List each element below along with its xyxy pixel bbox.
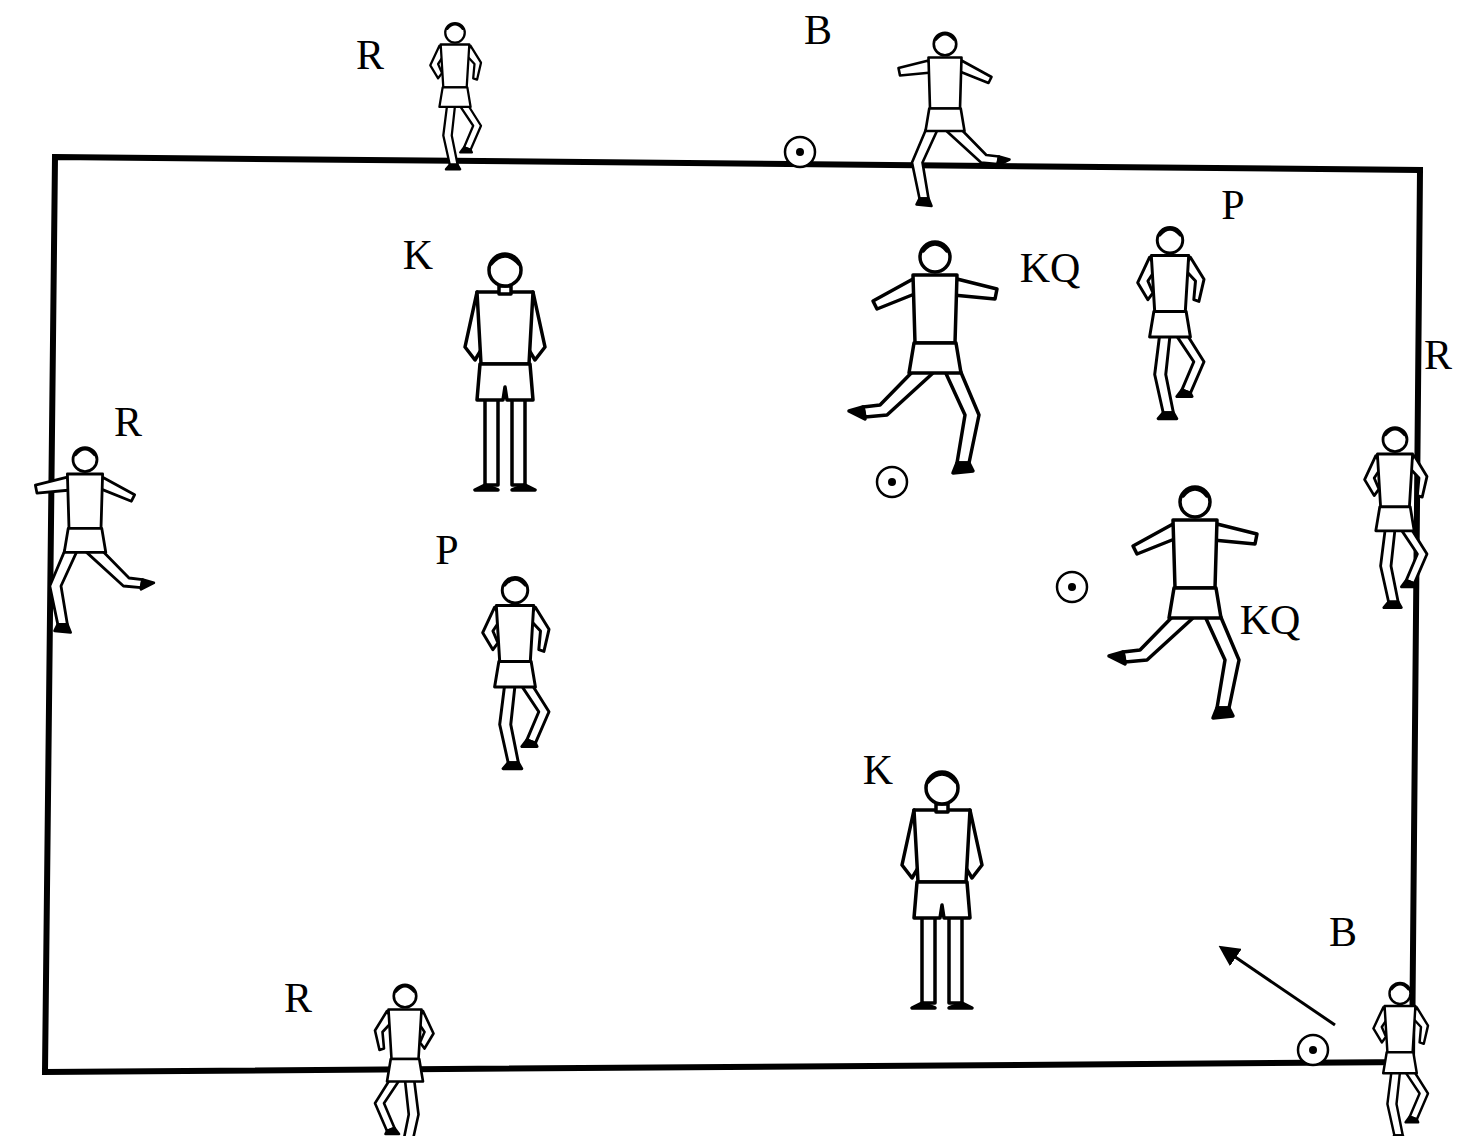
player-label: P	[1221, 184, 1244, 226]
player-figure	[899, 33, 1010, 206]
player-figure	[849, 242, 997, 473]
player-label: P	[435, 529, 458, 571]
player-figure	[35, 448, 153, 633]
pass-arrow	[1222, 948, 1335, 1025]
player-figure	[1365, 428, 1427, 608]
player-label: R	[356, 34, 384, 76]
player-figure	[1109, 487, 1257, 718]
player-label: R	[284, 977, 312, 1019]
player-label: K	[403, 234, 433, 276]
player-label: R	[114, 401, 142, 443]
ball	[785, 137, 815, 167]
ball	[877, 467, 907, 497]
player-figure	[375, 985, 434, 1136]
player-label: B	[804, 9, 832, 51]
player-figure	[1373, 983, 1428, 1136]
player-figure	[1138, 227, 1204, 418]
player-label: R	[1424, 334, 1452, 376]
ball	[1298, 1035, 1328, 1065]
player-label: KQ	[1020, 247, 1081, 289]
player-figure	[430, 23, 481, 169]
player-label: K	[863, 749, 893, 791]
player-label: B	[1329, 911, 1357, 953]
field-boundary	[45, 157, 1420, 1072]
player-figure	[483, 577, 549, 768]
ball	[1057, 572, 1087, 602]
player-label: KQ	[1240, 599, 1301, 641]
player-figure	[465, 254, 545, 490]
player-figure	[902, 772, 982, 1008]
